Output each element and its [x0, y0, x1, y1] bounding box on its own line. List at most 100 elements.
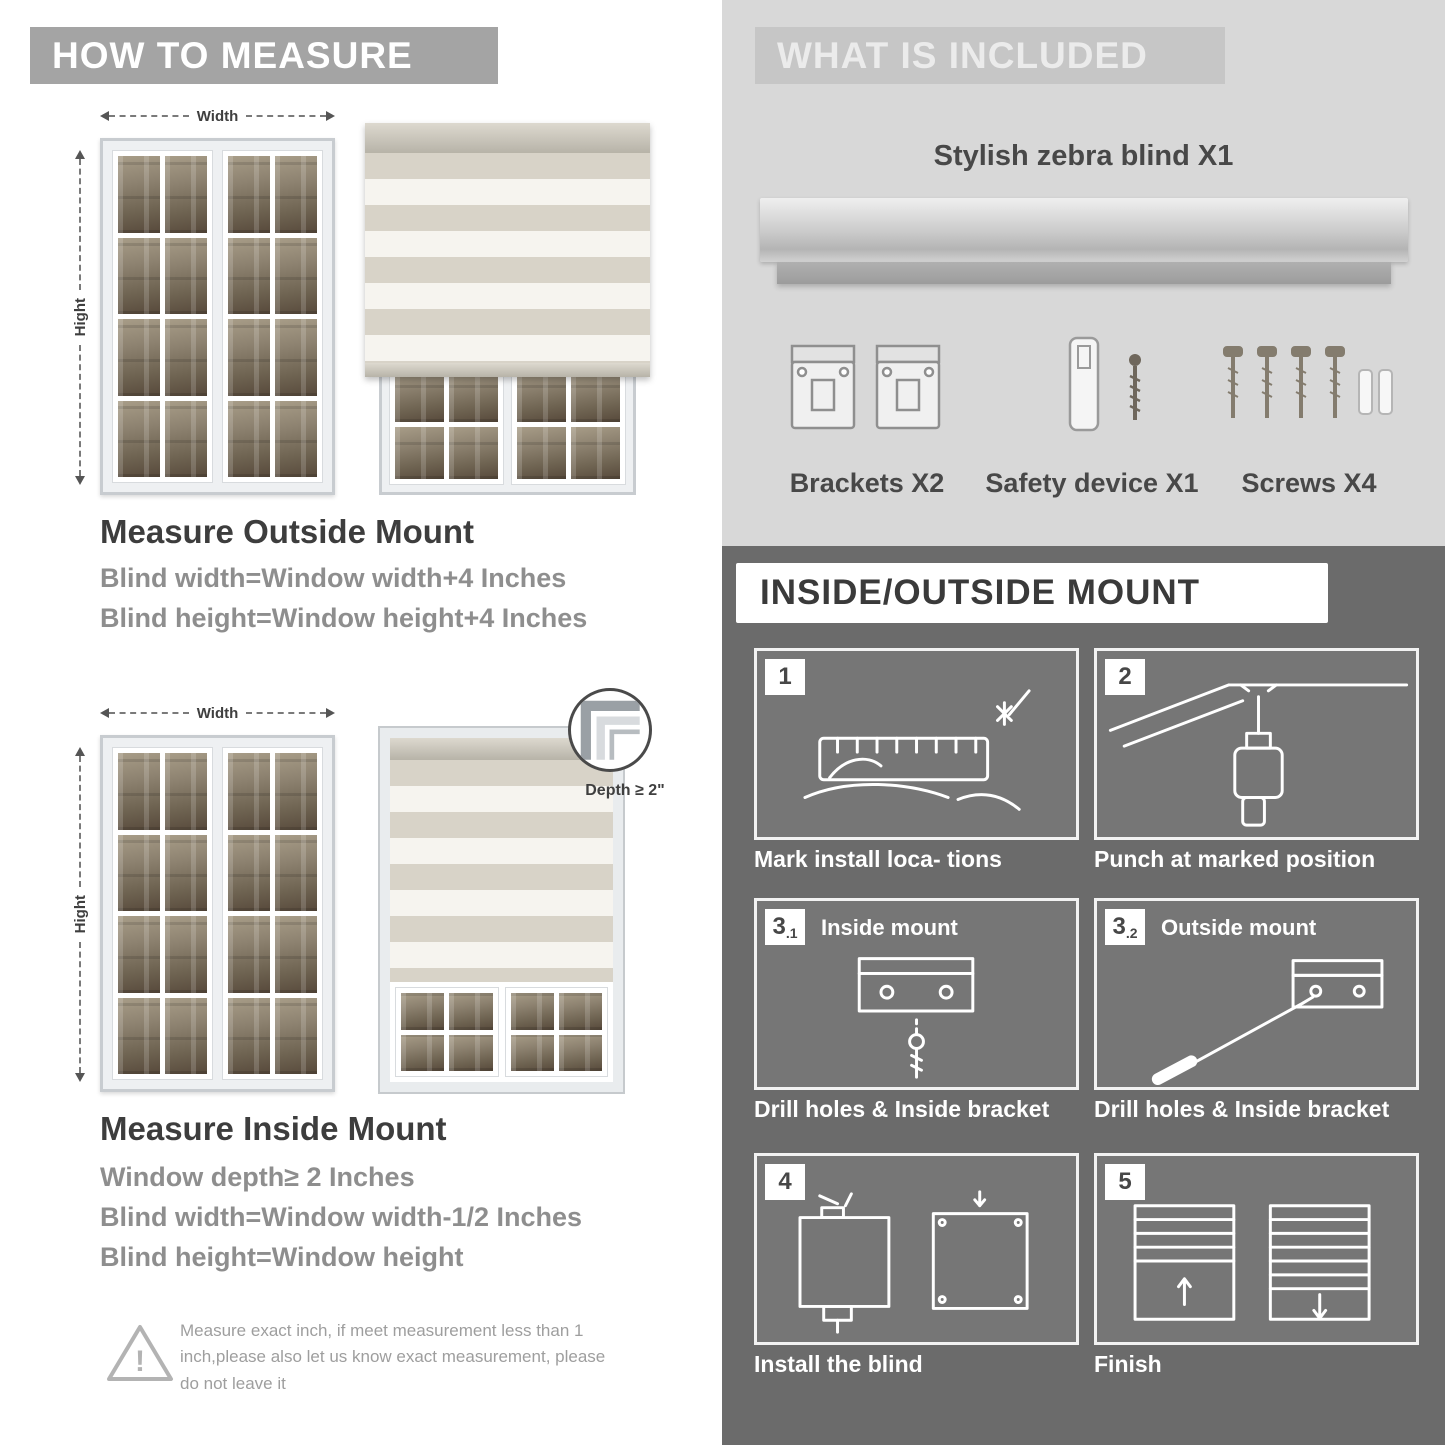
what-is-included-banner: WHAT IS INCLUDED	[755, 27, 1225, 84]
brackets-icon	[790, 344, 941, 430]
window-pane	[228, 753, 270, 830]
window-sash	[112, 747, 213, 1080]
step-number-badge: 4	[765, 1164, 805, 1200]
exclamation-mark: !	[135, 1345, 145, 1378]
window-pane	[275, 753, 317, 830]
blind-stripes	[365, 153, 650, 363]
window-pane	[401, 1034, 445, 1071]
window-pane	[228, 237, 270, 314]
outside-bracket-illustration	[1151, 959, 1384, 1086]
height-arrow-outside: Hight	[70, 150, 90, 486]
window-pane	[118, 319, 160, 396]
blind-bottomrail	[365, 363, 650, 377]
window-pane	[275, 237, 317, 314]
window-pane	[165, 753, 207, 830]
window-pane	[449, 1034, 493, 1071]
window-illustration-inside	[100, 735, 335, 1092]
window-pane	[401, 993, 445, 1030]
brackets-label: Brackets X2	[789, 468, 945, 498]
screws-icon	[1223, 346, 1393, 418]
arrow-left-icon	[100, 111, 109, 121]
arrow-up-icon	[75, 150, 85, 159]
window-pane	[228, 156, 270, 233]
step-caption: Drill holes & Inside bracket	[754, 1096, 1050, 1122]
window-pane	[395, 369, 444, 422]
arrow-down-icon	[75, 476, 85, 486]
step-panel-2: 2	[1094, 648, 1419, 840]
window-pane	[118, 916, 160, 993]
blind-headrail-illustration	[760, 198, 1408, 262]
window-pane	[228, 916, 270, 993]
window-pane	[165, 997, 207, 1074]
measurement-note: Measure exact inch, if meet measurement …	[180, 1321, 606, 1393]
inside-mount-line3: Blind height=Window height	[100, 1242, 464, 1272]
outside-mount-title: Measure Outside Mount	[100, 513, 475, 550]
depth-label: Depth ≥ 2"	[585, 782, 665, 799]
window-pane	[165, 916, 207, 993]
inside-mount-line2: Blind width=Window width-1/2 Inches	[100, 1202, 583, 1232]
window-pane	[275, 156, 317, 233]
warning-triangle-icon: !	[107, 1325, 173, 1381]
window-pane	[558, 1034, 602, 1071]
window-pane	[165, 400, 207, 477]
window-pane	[228, 997, 270, 1074]
step-number-badge: 5	[1105, 1164, 1145, 1200]
inside-mount-line1: Window depth≥ 2 Inches	[100, 1162, 415, 1192]
height-label: Hight	[71, 895, 89, 934]
window-pane	[449, 369, 498, 422]
height-label: Hight	[71, 298, 89, 337]
step-number-badge: 1	[765, 659, 805, 695]
safety-device-icon	[1068, 336, 1141, 432]
depth-detail-circle	[568, 688, 652, 772]
inside-mount-blind-illustration	[380, 728, 623, 1092]
frame-corner-icon	[580, 700, 640, 760]
height-arrow-inside: Hight	[70, 747, 90, 1083]
outside-mount-blind-illustration	[365, 123, 650, 495]
blind-headrail	[365, 123, 650, 153]
window-pane	[118, 400, 160, 477]
window-sash	[222, 747, 323, 1080]
window-pane	[165, 237, 207, 314]
window-pane	[118, 156, 160, 233]
step-panel-1: 1	[754, 648, 1079, 840]
window-pane	[165, 834, 207, 911]
window-pane	[228, 319, 270, 396]
safety-device-label: Safety device X1	[985, 468, 1199, 498]
screws-label: Screws X4	[1241, 468, 1377, 498]
step-panel-4: 4	[754, 1153, 1079, 1345]
step-title: Inside mount	[821, 915, 958, 940]
step-title: Outside mount	[1161, 915, 1317, 940]
window-pane	[449, 426, 498, 479]
inside-mount-title: Measure Inside Mount	[100, 1110, 447, 1147]
arrow-up-icon	[75, 747, 85, 756]
window-pane	[517, 369, 566, 422]
window-pane	[571, 426, 620, 479]
arrow-right-icon	[326, 111, 336, 121]
mark-location-illustration	[803, 689, 1031, 811]
window-sash	[222, 150, 323, 483]
outside-mount-line2: Blind height=Window height+4 Inches	[100, 603, 588, 633]
width-label: Width	[196, 704, 239, 722]
window-pane	[228, 834, 270, 911]
step-number-badge: 2	[1105, 659, 1145, 695]
step-panel-3-2: 3.2 Outside mount	[1094, 898, 1419, 1090]
window-illustration-outside	[100, 138, 335, 495]
step-caption: Install the blind	[754, 1351, 923, 1377]
arrow-left-icon	[100, 708, 109, 718]
window-pane	[228, 400, 270, 477]
window-sash	[112, 150, 213, 483]
inside-outside-mount-banner: INSIDE/OUTSIDE MOUNT	[736, 563, 1328, 623]
what-is-included-section: WHAT IS INCLUDED Stylish zebra blind X1	[722, 0, 1445, 546]
step-caption: Punch at marked position	[1094, 846, 1376, 872]
window-pane	[275, 834, 317, 911]
window-pane	[510, 993, 554, 1030]
window-pane	[275, 400, 317, 477]
window-pane	[517, 426, 566, 479]
arrow-down-icon	[75, 1073, 85, 1083]
window-lower-panes	[390, 982, 613, 1082]
window-pane	[118, 834, 160, 911]
width-arrow-outside: Width	[100, 106, 336, 126]
finish-illustration	[1133, 1204, 1371, 1321]
how-to-measure-banner: HOW TO MEASURE	[30, 27, 498, 84]
